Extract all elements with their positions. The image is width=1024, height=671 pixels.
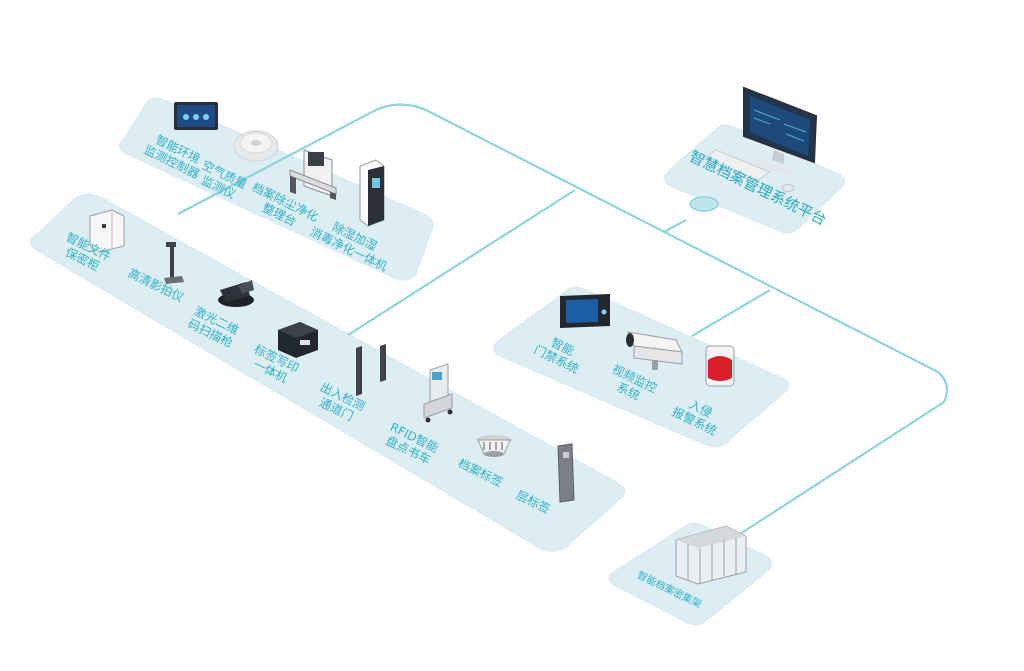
- keyboard-icon: [702, 149, 772, 181]
- rfid-cart-icon: [423, 363, 453, 423]
- security-gate-icon: [356, 344, 386, 396]
- compact-shelving-icon: [675, 525, 747, 585]
- mouse-icon: [781, 184, 795, 192]
- file-cabinet-icon: [89, 209, 125, 253]
- connection-lines: [177, 103, 949, 535]
- barcode-scanner-icon: [218, 280, 254, 307]
- camera-icon: [626, 331, 683, 370]
- access-control-icon: [560, 294, 610, 328]
- platform-node: [689, 196, 719, 212]
- rfid-equipment-panel: [30, 193, 626, 552]
- dust-cleaning-station-icon: [289, 149, 337, 200]
- air-monitor-icon: [233, 130, 279, 162]
- layer-tag-icon: [557, 443, 575, 503]
- security-panel: [493, 286, 790, 448]
- humidifier-purifier-icon: [359, 159, 385, 227]
- document-camera-icon: [164, 242, 184, 284]
- label-printer-icon: [278, 322, 318, 358]
- touch-panel-icon: [174, 102, 218, 130]
- monitor-icon: [743, 86, 818, 176]
- env-control-panel: [119, 97, 434, 281]
- alarm-siren-icon: [705, 345, 735, 387]
- archive-tag-icon: [476, 435, 512, 457]
